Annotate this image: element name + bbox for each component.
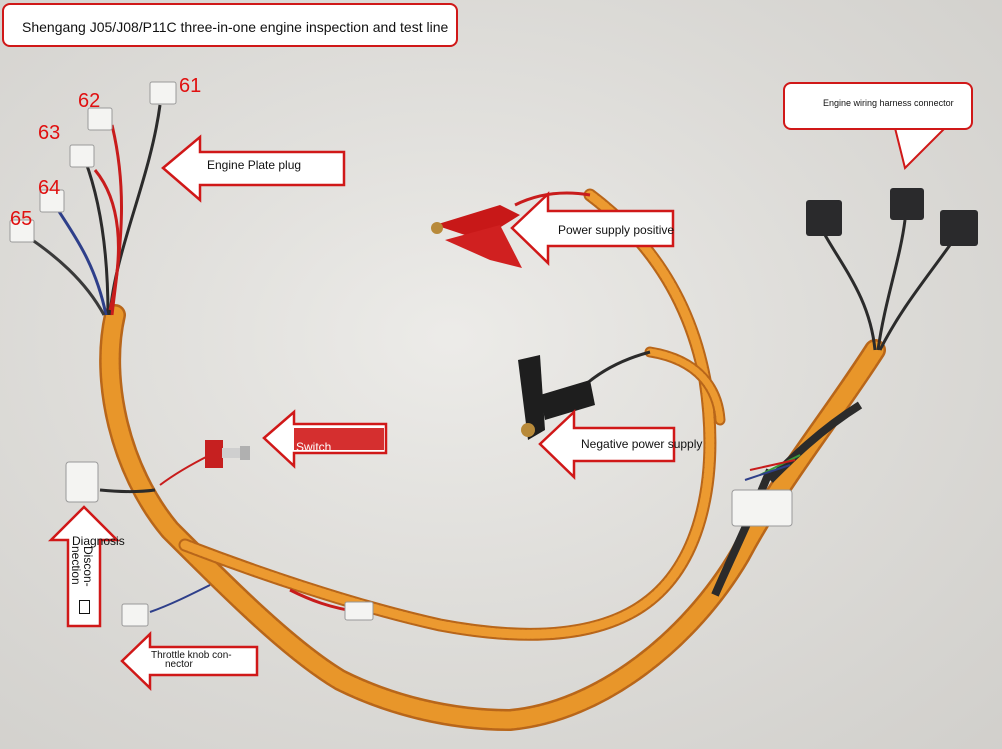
mid-connector-wires [711, 401, 863, 597]
label-disconnection-2: nection [69, 546, 83, 585]
label-power-positive: Power supply positive [558, 223, 675, 237]
plate-plug-wires [24, 104, 162, 316]
diagnosis-connector [65, 461, 99, 503]
square-glyph-icon [79, 600, 90, 614]
label-switch: Switch [296, 440, 332, 454]
label-throttle-1: Throttle knob con- [151, 650, 232, 661]
black-clip [518, 355, 595, 440]
pin-number-62: 62 [78, 90, 101, 112]
pin-number-63: 63 [38, 122, 61, 144]
braided-harness [99, 188, 886, 732]
label-negative-supply: Negative power supply [581, 437, 703, 451]
plate-plug-connectors [9, 81, 177, 243]
pin-number-61: 61 [179, 75, 202, 97]
label-throttle-2: nector [165, 659, 193, 670]
white-connector-block [731, 489, 793, 527]
callout-text: Engine wiring harness connector [823, 98, 954, 108]
engine-connectors [806, 188, 978, 246]
engine-connector-wires [823, 219, 952, 351]
arrow-engine-plate-plug [161, 134, 346, 203]
pin-number-64: 64 [38, 177, 61, 199]
pin-number-65: 65 [10, 208, 33, 230]
title-box: Shengang J05/J08/P11C three-in-one engin… [2, 3, 458, 47]
throttle-connector [121, 603, 149, 627]
arrow-throttle [120, 631, 259, 691]
toggle-switch [205, 440, 250, 468]
inline-connector [344, 601, 374, 621]
switch-highlight [294, 428, 384, 450]
annotation-arrows [47, 134, 676, 691]
arrow-diagnosis [47, 505, 121, 628]
label-diagnosis: Diagnosis [72, 534, 125, 548]
label-disconnection-1: Discon- [81, 546, 95, 587]
label-engine-plate-plug: Engine Plate plug [207, 158, 302, 172]
arrow-power-positive [510, 191, 675, 266]
engine-harness-callout: Engine wiring harness connector [783, 82, 973, 130]
title-text: Shengang J05/J08/P11C three-in-one engin… [22, 19, 449, 35]
red-clip [431, 205, 522, 268]
arrow-negative-supply [538, 409, 676, 480]
